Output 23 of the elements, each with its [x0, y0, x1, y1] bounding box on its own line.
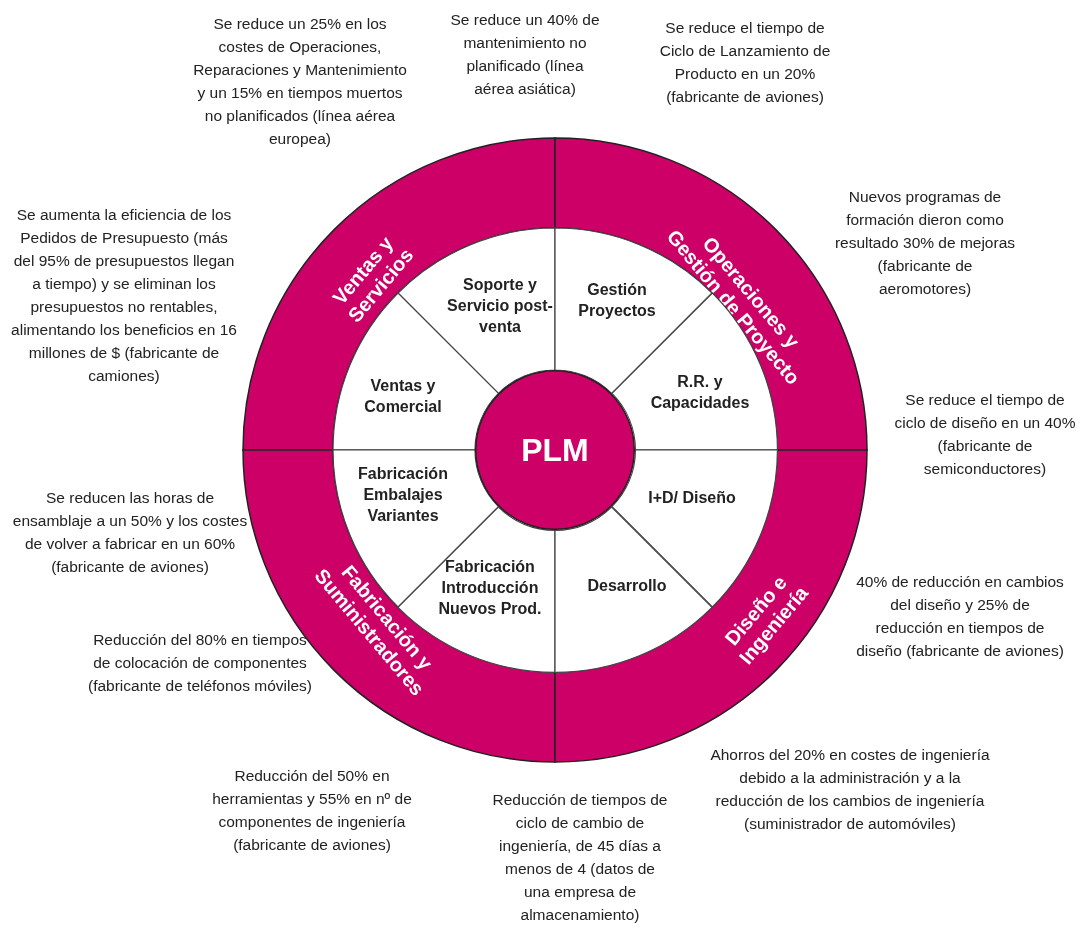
- sector-label: Fabricación Introducción Nuevos Prod.: [437, 556, 543, 619]
- sector-label: Gestión Proyectos: [577, 280, 657, 321]
- sector-label: R.R. y Capacidades: [649, 373, 750, 413]
- sector-label: Ventas y Comercial: [363, 376, 443, 417]
- callout-text: Se reduce un 25% en los costes de Operaciones, Reparaciones y Mantenimiento y un 15% en tiempos muertos no planificados (línea aérea europea): [192, 14, 408, 149]
- callout-text: Ahorros del 20% en costes de ingeniería debido a la administración y a la reducción de los cambios de ingeniería (suministrador de automóviles): [709, 745, 991, 834]
- callout-text: Reducción del 80% en tiempos de colocación de componentes (fabricante de teléfonos móviles): [87, 630, 313, 696]
- callout-text: Se aumenta la eficiencia de los Pedidos de Presupuesto (más del 95% de presupuestos llegan a tiempo) y se eliminan los presupuestos no rentables, alimentando los beneficios en 16 millones de $ (fabricante de camiones): [10, 205, 238, 386]
- callout-text: Reducción de tiempos de ciclo de cambio de ingeniería, de 45 días a menos de 4 (datos de una empresa de almacenamiento): [491, 790, 669, 925]
- callout-text: Se reduce el tiempo de ciclo de diseño en un 40% (fabricante de semiconductores): [893, 390, 1077, 479]
- sector-label: I+D/ Diseño: [647, 487, 737, 508]
- sector-label: Soporte y Servicio post-venta: [446, 274, 554, 337]
- callout-text: Se reduce el tiempo de Ciclo de Lanzamiento de Producto en un 20% (fabricante de aviones): [658, 18, 832, 107]
- sector-label: Desarrollo: [586, 575, 668, 596]
- sector: [555, 506, 712, 672]
- center-circle: [475, 370, 635, 530]
- callout-text: Nuevos programas de formación dieron como resultado 30% de mejoras (fabricante de aeromotores): [833, 187, 1017, 299]
- callout-text: Se reduce un 40% de mantenimiento no planificado (línea aérea asiática): [449, 10, 601, 99]
- callout-text: 40% de reducción en cambios del diseño y 25% de reducción en tiempos de diseño (fabricante de aviones): [855, 572, 1065, 661]
- center-label: PLM: [521, 431, 589, 469]
- sector-label: Fabricación Embalajes Variantes: [357, 463, 449, 526]
- callout-text: Reducción del 50% en herramientas y 55% en nº de componentes de ingeniería (fabricante de aviones): [211, 766, 413, 855]
- callout-text: Se reducen las horas de ensamblaje a un 50% y los costes de volver a fabricar en un 60% (fabricante de aviones): [11, 488, 249, 577]
